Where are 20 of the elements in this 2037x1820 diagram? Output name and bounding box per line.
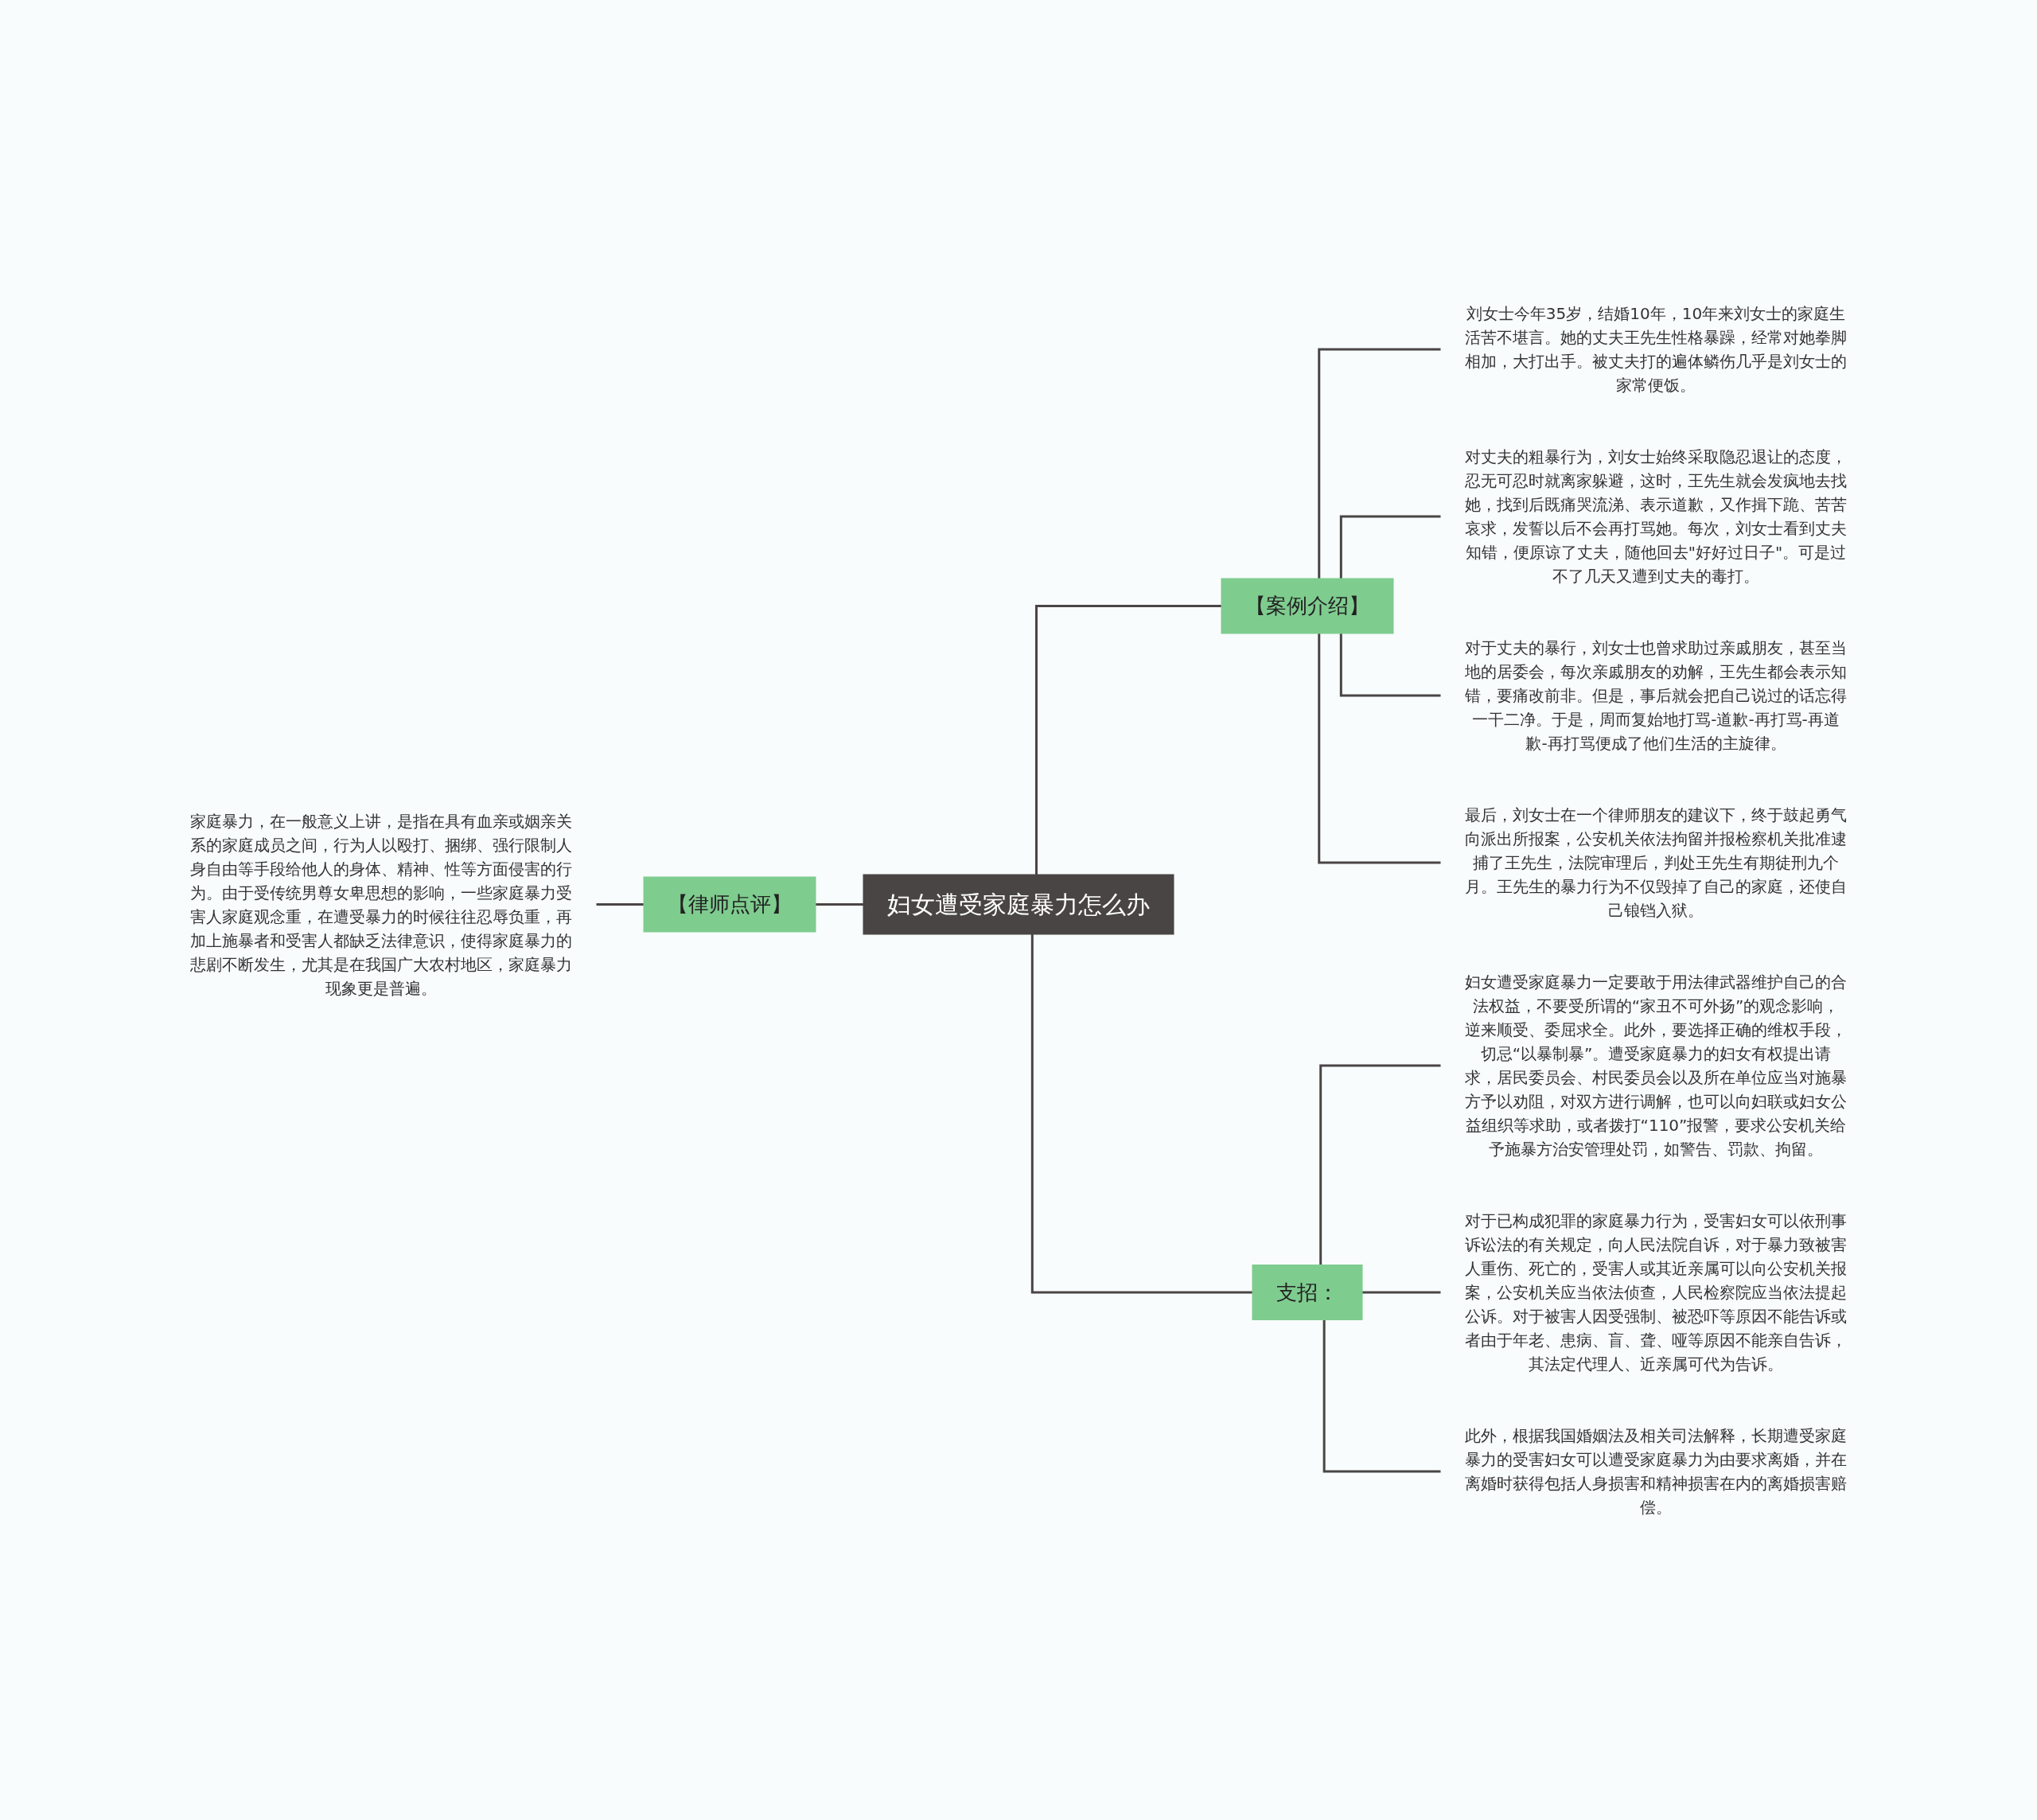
node-text: 对于丈夫的暴行，刘女士也曾求助过亲戚朋友，甚至当地的居委会，每次亲戚朋友的劝解，王先生都会表示知错，要痛改前非。但是，事后就会把自己说过的话忘得一干二净。于是，周而复始地打骂-道歉-再打骂-再道歉-再打骂便成了他们生活的主旋律。 xyxy=(1465,637,1847,753)
connector xyxy=(1339,515,1441,579)
connector xyxy=(1318,348,1441,579)
node-text: 家庭暴力，在一般意义上讲，是指在具有血亲或姻亲关系的家庭成员之间，行为人以殴打、捆绑、强行限制人身自由等手段给他人的身体、精神、性等方面侵害的行为。由于受传统男尊女卑思想的影响，一些家庭暴力受害人家庭观念重，在遭受暴力的时候往往忍辱负重，再加上施暴者和受害人都缺乏法律意识，使得家庭暴力的悲剧不断发生，尤其是在我国广大农村地区，家庭暴力现象更是普遍。 xyxy=(190,811,572,997)
node-box: 【案例介绍】 xyxy=(1221,578,1394,633)
connector xyxy=(1319,1064,1441,1265)
node-text: 对丈夫的粗暴行为，刘女士始终采取隐忍退让的态度，忍无可忍时就离家躲避，这时，王先生就会发疯地去找她，找到后既痛哭流涕、表示道歉，又作揖下跪、苦苦哀求，发誓以后不会再打骂她。每次，刘女士看到丈夫知错，便原谅了丈夫，随他回去"好好过日子"。可是过不了几天又遭到丈夫的毒打。 xyxy=(1465,446,1847,586)
node-text: 妇女遭受家庭暴力一定要敢于用法律武器维护自己的合法权益，不要受所谓的“家丑不可外扬”的观念影响，逆来顺受、委屈求全。此外，要选择正确的维权手段，切忌“以暴制暴”。遭受家庭暴力的妇女有权提出请求，居民委员会、村民委员会以及所在单位应当对施暴方予以劝阻，对双方进行调解，也可以向妇联或妇女公益组织等求助，或者拨打“110”报警，要求公安机关给予施暴方治安管理处罚，如警告、罚款、拘留。 xyxy=(1465,972,1847,1159)
connector xyxy=(1322,1319,1441,1472)
node-text: 对于已构成犯罪的家庭暴力行为，受害妇女可以依刑事诉讼法的有关规定，向人民法院自诉，对于暴力致被害人重伤、死亡的，受害人或其近亲属可以向公安机关报案，公安机关应当依法侦查，人民检察院应当依法提起公诉。对于被害人因受强制、被恐吓等原因不能告诉或者由于年老、患病、盲、聋、哑等原因不能亲自告诉，其法定代理人、近亲属可代为告诉。 xyxy=(1465,1210,1847,1374)
connector xyxy=(1030,933,1252,1293)
connector xyxy=(1318,633,1441,863)
connector xyxy=(1035,604,1221,875)
node-text: 刘女士今年35岁，结婚10年，10年来刘女士的家庭生活苦不堪言。她的丈夫王先生性格暴躁，经常对她拳脚相加，大打出手。被丈夫打的遍体鳞伤几乎是刘女士的家常便饭。 xyxy=(1465,303,1847,395)
connector xyxy=(1339,633,1441,696)
node-text: 最后，刘女士在一个律师朋友的建议下，终于鼓起勇气向派出所报案，公安机关依法拘留并报检察机关批准逮捕了王先生，法院审理后，判处王先生有期徒刑九个月。王先生的暴力行为不仅毁掉了自己的家庭，还使自己锒铛入狱。 xyxy=(1465,805,1847,920)
node-text: 此外，根据我国婚姻法及相关司法解释，长期遭受家庭暴力的受害妇女可以遭受家庭暴力为由要求离婚，并在离婚时获得包括人身损害和精神损害在内的离婚损害赔偿。 xyxy=(1465,1425,1847,1517)
node-box: 支招： xyxy=(1252,1264,1363,1320)
node-box: 【律师点评】 xyxy=(643,876,816,932)
node-box: 妇女遭受家庭暴力怎么办 xyxy=(863,874,1174,934)
